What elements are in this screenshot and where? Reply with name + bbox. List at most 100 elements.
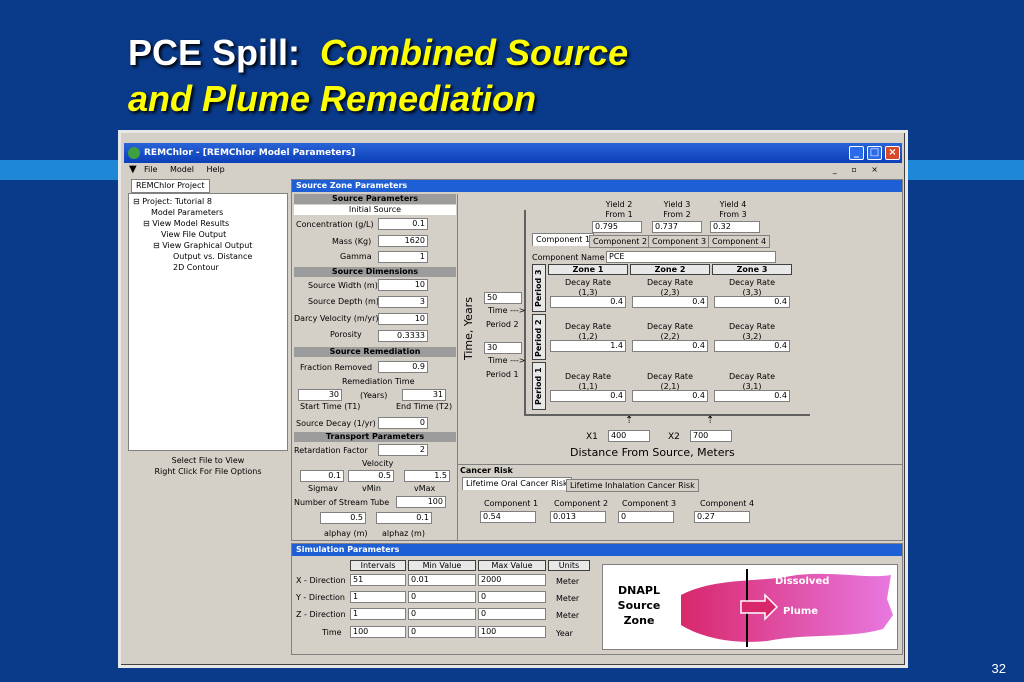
project-tree: ⊟ Project: Tutorial 8 Model Parameters ⊟… [128, 193, 288, 451]
t-max-input[interactable]: 100 [478, 626, 546, 638]
tab-oral-cancer-risk[interactable]: Lifetime Oral Cancer Risk [462, 477, 572, 490]
porosity-label: Porosity [330, 330, 362, 339]
project-tab[interactable]: REMChlor Project [131, 179, 210, 193]
close-icon[interactable]: × [885, 146, 900, 160]
minimize-icon[interactable]: _ [849, 146, 864, 160]
retardation-label: Retardation Factor [294, 446, 368, 455]
decay-cell-label: Decay Rate(3,1) [728, 372, 775, 391]
width-input[interactable]: 10 [378, 279, 428, 291]
x-min-input[interactable]: 0.01 [408, 574, 476, 586]
window-titlebar[interactable]: REMChlor - [REMChlor Model Parameters] _… [124, 143, 902, 163]
cancer-risk-panel: Cancer Risk Lifetime Oral Cancer Risk Li… [458, 464, 902, 540]
depth-label: Source Depth (m) [308, 297, 379, 306]
vmin-input[interactable]: 0.5 [348, 470, 394, 482]
x2-input[interactable]: 700 [690, 430, 732, 442]
decay-input[interactable]: 0.4 [714, 340, 790, 352]
cancer-comp3-value[interactable]: 0 [618, 511, 674, 523]
porosity-input[interactable]: 0.3333 [378, 330, 428, 342]
decay-input[interactable]: 0.4 [632, 340, 708, 352]
retardation-input[interactable]: 2 [378, 444, 428, 456]
tree-item[interactable]: ⊟ Project: Tutorial 8 [133, 197, 212, 206]
tab-component-3[interactable]: Component 3 [648, 235, 711, 248]
fraction-input[interactable]: 0.9 [378, 361, 428, 373]
streamtube-label: Number of Stream Tube [294, 498, 390, 507]
row-label: Z - Direction [296, 610, 346, 619]
decay-cell-label: Decay Rate(1,1) [564, 372, 611, 391]
concentration-label: Concentration (g/L) [296, 220, 374, 229]
source-decay-input[interactable]: 0 [378, 417, 428, 429]
y-min-input[interactable]: 0 [408, 591, 476, 603]
cancer-comp4-value[interactable]: 0.27 [694, 511, 750, 523]
t-intervals-input[interactable]: 100 [350, 626, 406, 638]
time-b-input[interactable]: 30 [484, 342, 522, 354]
tab-component-4[interactable]: Component 4 [708, 235, 771, 248]
vmin-label: vMin [362, 484, 381, 493]
gamma-input[interactable]: 1 [378, 251, 428, 263]
cancer-comp2-value[interactable]: 0.013 [550, 511, 606, 523]
y-intervals-input[interactable]: 1 [350, 591, 406, 603]
decay-input[interactable]: 1.4 [550, 340, 626, 352]
tree-item[interactable]: 2D Contour [173, 263, 219, 272]
component-name-input[interactable]: PCE [606, 251, 776, 263]
tree-item[interactable]: Model Parameters [151, 208, 224, 217]
t1-input[interactable]: 30 [298, 389, 342, 401]
t2-input[interactable]: 31 [402, 389, 446, 401]
z-intervals-input[interactable]: 1 [350, 608, 406, 620]
doc-icon: ▼ [129, 164, 137, 175]
decay-input[interactable]: 0.4 [550, 390, 626, 402]
tab-inhalation-cancer-risk[interactable]: Lifetime Inhalation Cancer Risk [566, 479, 699, 492]
vmax-input[interactable]: 1.5 [404, 470, 450, 482]
time-a-input[interactable]: 50 [484, 292, 522, 304]
width-label: Source Width (m) [308, 281, 378, 290]
decay-input[interactable]: 0.4 [632, 390, 708, 402]
app-icon [128, 147, 140, 159]
alphay-input[interactable]: 0.5 [320, 512, 366, 524]
decay-input[interactable]: 0.4 [632, 296, 708, 308]
period2-box: Period 2 [532, 314, 546, 360]
z-min-input[interactable]: 0 [408, 608, 476, 620]
menu-file[interactable]: File [144, 165, 158, 174]
concentration-input[interactable]: 0.1 [378, 218, 428, 230]
x2-label: X2 [668, 432, 680, 442]
decay-input[interactable]: 0.4 [714, 390, 790, 402]
menu-help[interactable]: Help [206, 165, 225, 174]
source-dimensions-head: Source Dimensions [294, 267, 456, 277]
remediation-time-label: Remediation Time [342, 377, 415, 386]
tree-item[interactable]: View File Output [161, 230, 227, 239]
years-label: (Years) [360, 391, 388, 400]
mdi-controls-icon[interactable]: _ ▫ × [832, 165, 884, 174]
decay-input[interactable]: 0.4 [714, 296, 790, 308]
y-max-input[interactable]: 0 [478, 591, 546, 603]
decay-cell-label: Decay Rate(2,2) [646, 322, 693, 341]
tab-component-1[interactable]: Component 1 [532, 233, 595, 246]
yield2-input[interactable]: 0.795 [592, 221, 642, 233]
tree-item[interactable]: Output vs. Distance [173, 252, 253, 261]
x-intervals-input[interactable]: 51 [350, 574, 406, 586]
darcy-label: Darcy Velocity (m/yr) [294, 314, 379, 323]
streamtube-input[interactable]: 100 [396, 496, 446, 508]
yield3-input[interactable]: 0.737 [652, 221, 702, 233]
tree-item[interactable]: ⊟ View Model Results [143, 219, 230, 228]
alphaz-input[interactable]: 0.1 [376, 512, 432, 524]
x1-label: X1 [586, 432, 598, 442]
yield4-input[interactable]: 0.32 [710, 221, 760, 233]
x1-input[interactable]: 400 [608, 430, 650, 442]
sigmav-input[interactable]: 0.1 [300, 470, 344, 482]
maximize-icon[interactable]: □ [867, 146, 882, 160]
t-min-input[interactable]: 0 [408, 626, 476, 638]
menubar: ▼ File Model Help _ ▫ × [124, 163, 902, 177]
decay-input[interactable]: 0.4 [550, 296, 626, 308]
z-max-input[interactable]: 0 [478, 608, 546, 620]
cancer-comp1-value[interactable]: 0.54 [480, 511, 536, 523]
row-label: Time [322, 628, 342, 637]
slide-title: PCE Spill: Combined Source and Plume Rem… [128, 32, 629, 119]
dissolved-label: Dissolved [775, 576, 830, 587]
tab-component-2[interactable]: Component 2 [589, 235, 652, 248]
menu-model[interactable]: Model [169, 165, 194, 174]
tree-item[interactable]: ⊟ View Graphical Output [153, 241, 253, 250]
x-max-input[interactable]: 2000 [478, 574, 546, 586]
darcy-input[interactable]: 10 [378, 313, 428, 325]
depth-input[interactable]: 3 [378, 296, 428, 308]
mass-input[interactable]: 1620 [378, 235, 428, 247]
